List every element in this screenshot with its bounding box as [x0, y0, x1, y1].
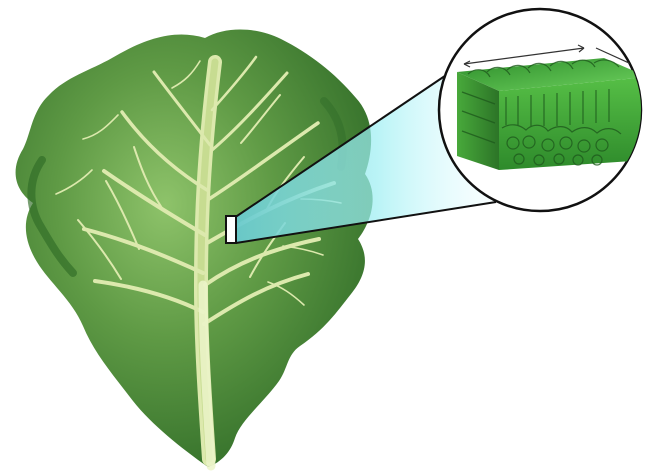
sample-marker	[226, 216, 236, 243]
leaf	[16, 29, 373, 467]
leaf-shape	[16, 29, 373, 467]
magnifier-circle	[439, 9, 648, 211]
